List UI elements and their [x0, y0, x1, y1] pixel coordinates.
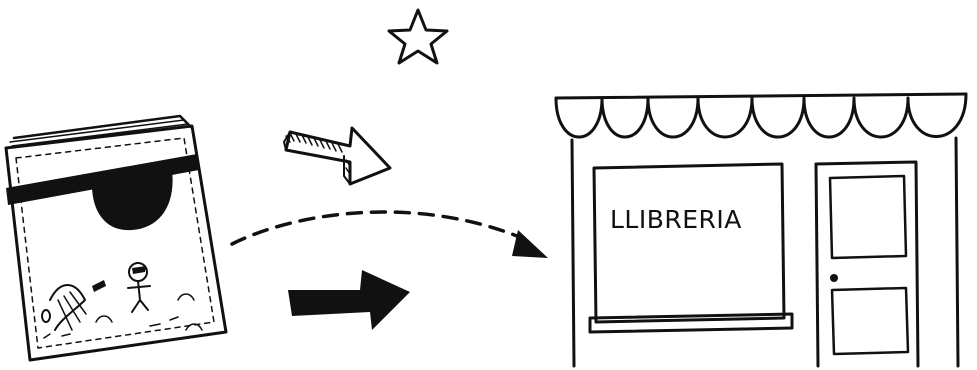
bookshop-icon: LLIBRERIA [556, 94, 966, 366]
star-icon [389, 10, 447, 63]
hollow-arrow-icon [284, 128, 390, 184]
solid-arrow-icon [288, 270, 410, 330]
shop-window: LLIBRERIA [590, 164, 792, 332]
dashed-arrow-icon [232, 212, 548, 258]
shop-sign: LLIBRERIA [610, 205, 742, 234]
shop-awning [556, 94, 966, 137]
shop-door [816, 162, 918, 366]
book-icon [6, 116, 226, 360]
